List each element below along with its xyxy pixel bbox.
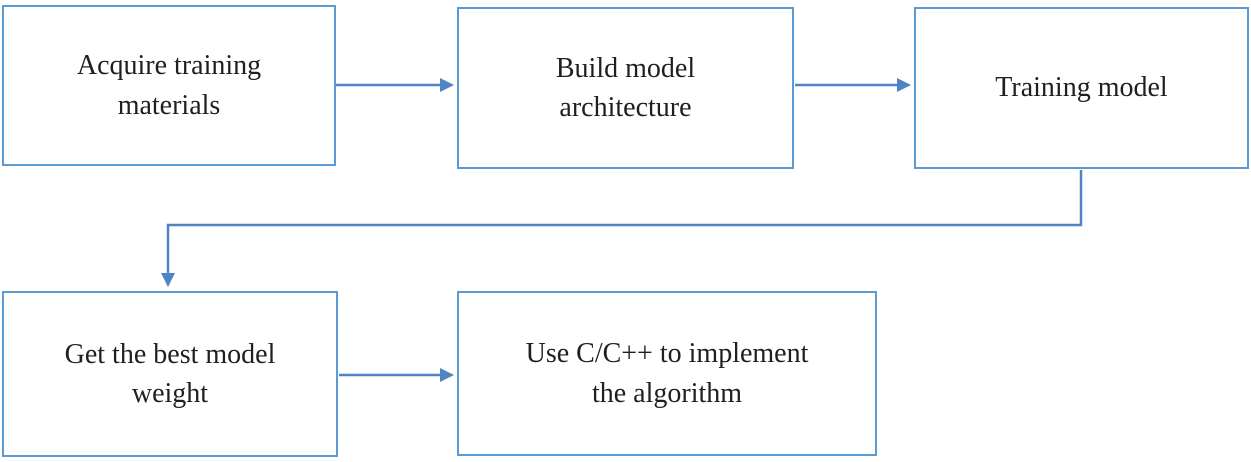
flowchart-node-get-best-model-weight: Get the best model weight: [2, 291, 338, 457]
flowchart-node-use-cpp-implement-algorithm: Use C/C++ to implement the algorithm: [457, 291, 877, 456]
connector-training-to-weight-elbow: [161, 170, 1083, 287]
flowchart-node-training-model: Training model: [914, 7, 1249, 169]
flowchart-node-build-model-architecture: Build model architecture: [457, 7, 794, 169]
node-label: Build model architecture: [555, 52, 696, 123]
node-label: Get the best model weight: [64, 338, 276, 409]
node-label: Training model: [995, 72, 1168, 104]
node-label: Use C/C++ to implement the algorithm: [525, 338, 809, 409]
node-label: Acquire training materials: [76, 50, 262, 121]
flowchart-node-acquire-training-materials: Acquire training materials: [2, 5, 336, 166]
